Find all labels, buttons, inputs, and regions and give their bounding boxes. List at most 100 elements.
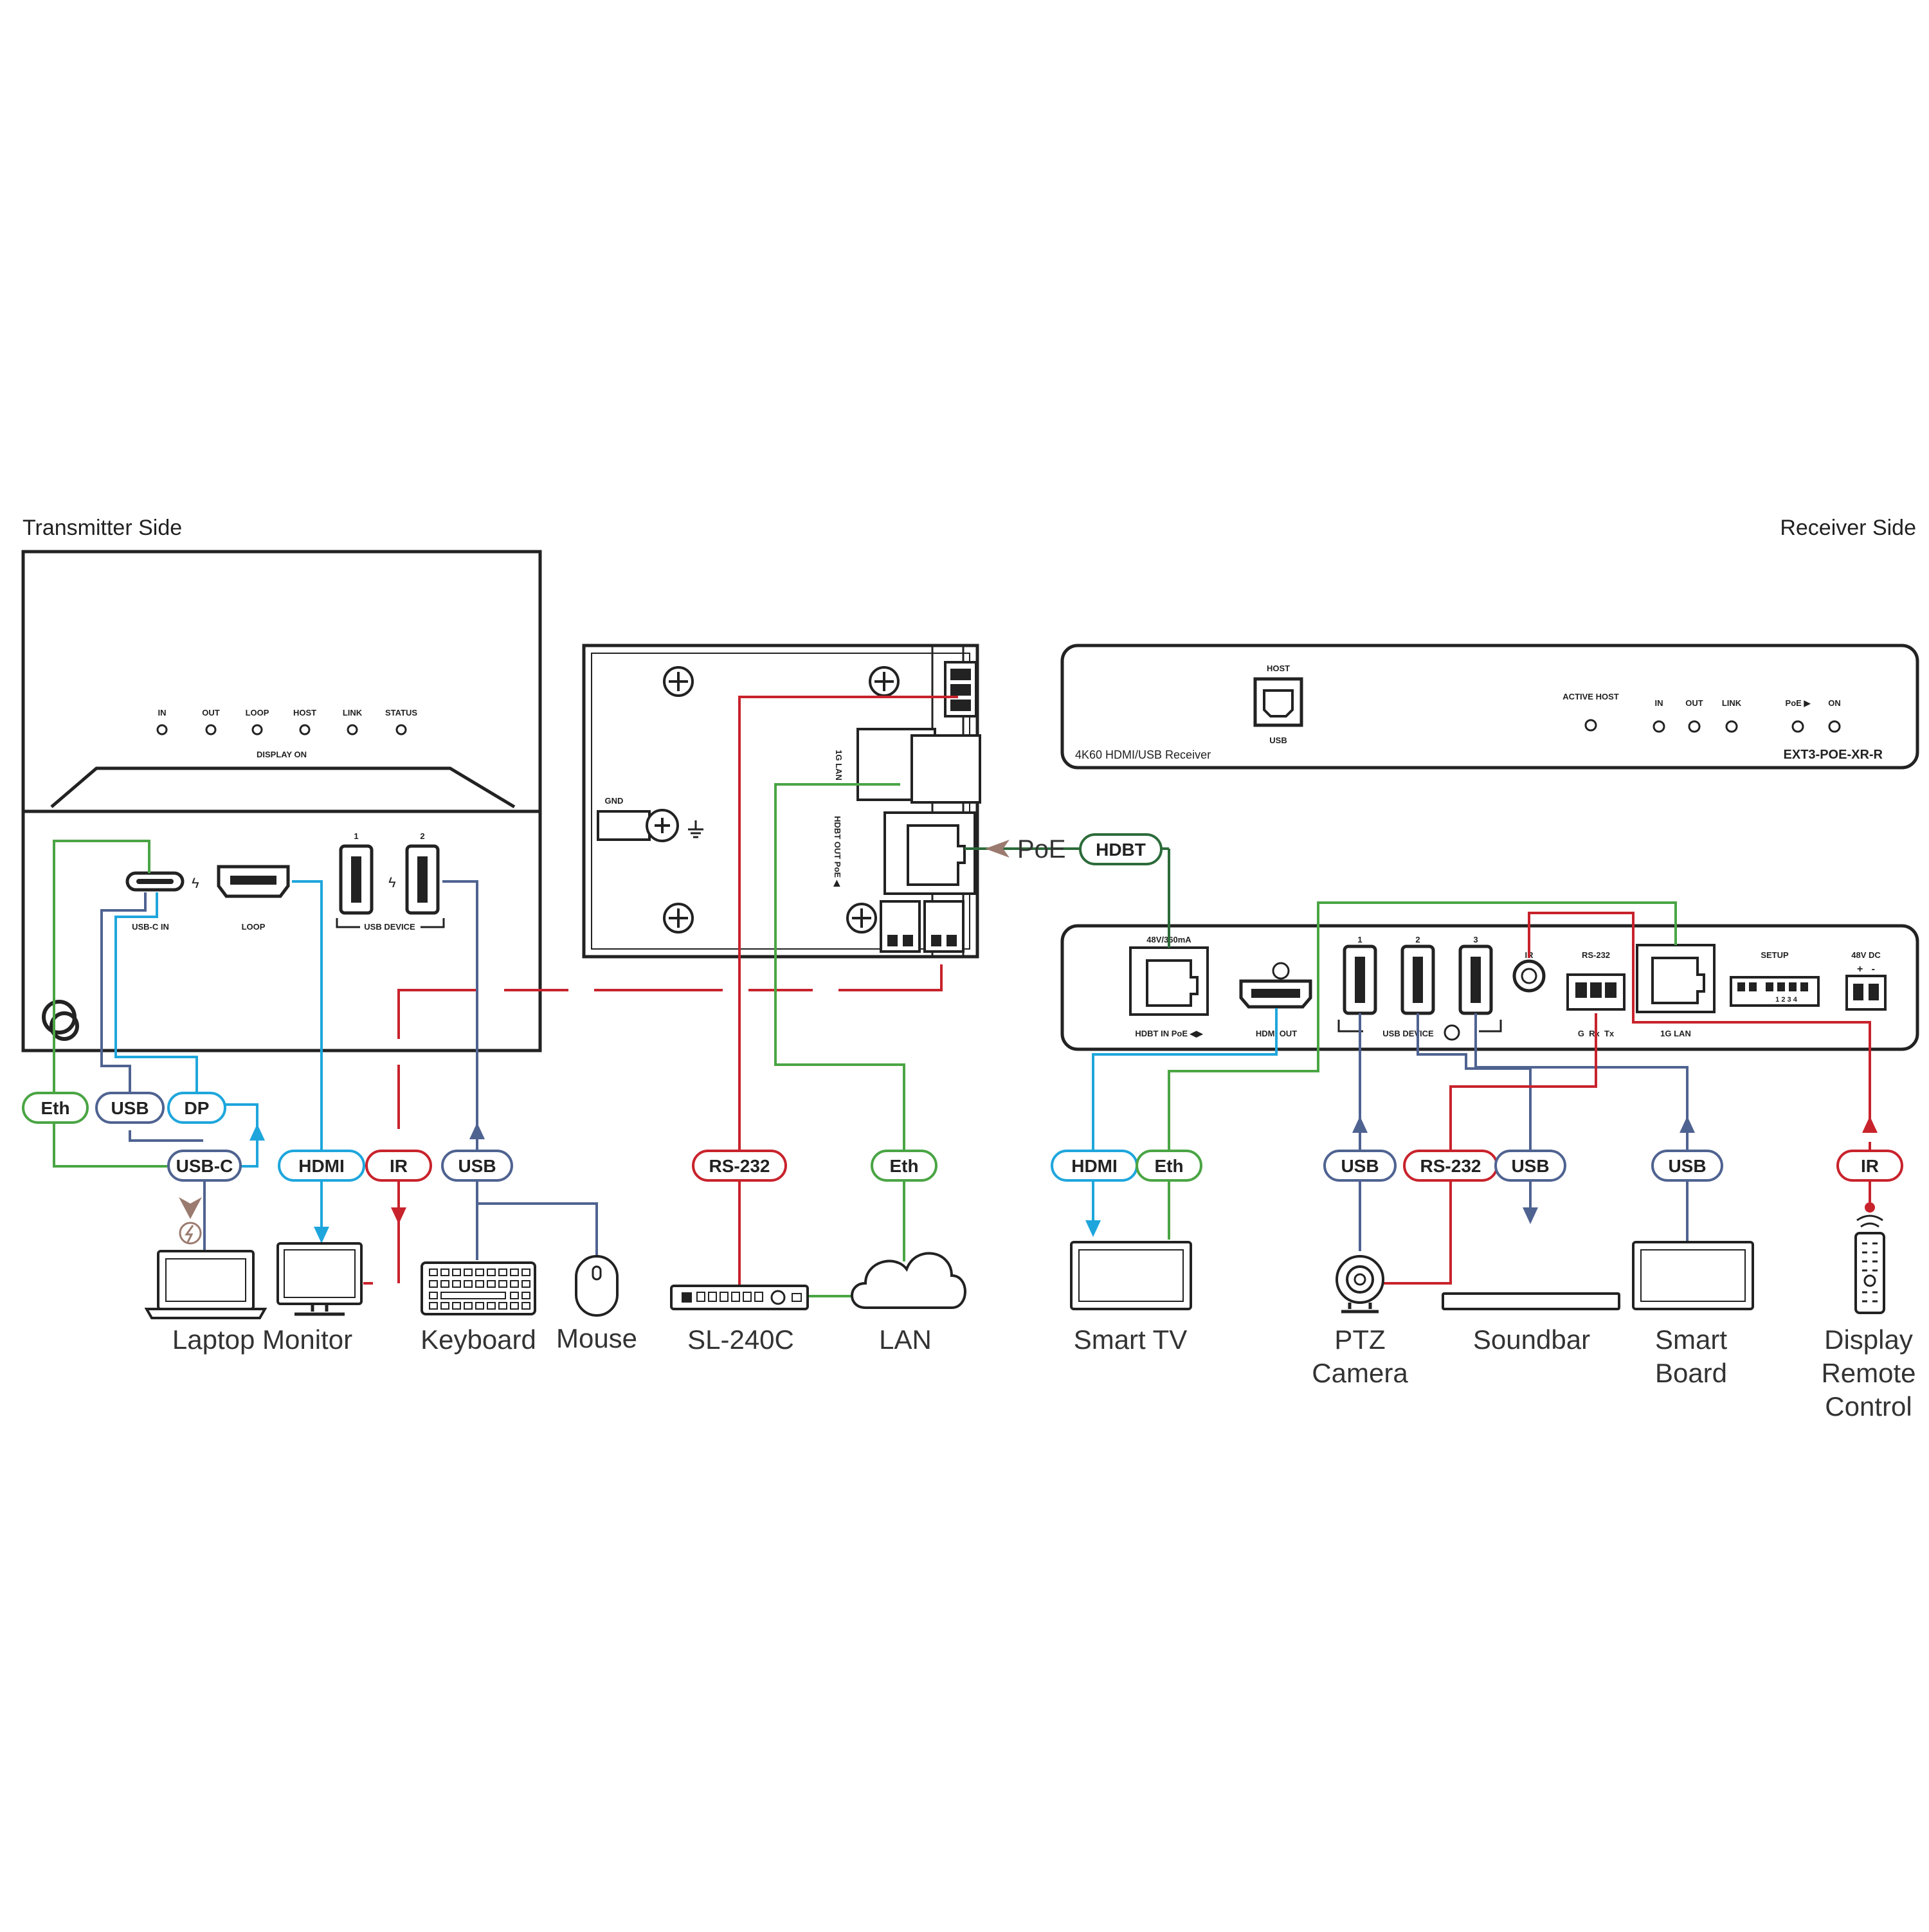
pill-usbc: USB-C <box>167 1150 242 1182</box>
led-in <box>156 724 168 736</box>
screw-icon <box>846 903 877 934</box>
pill-usb-sound-text: USB <box>1511 1156 1549 1176</box>
led-host-label: HOST <box>293 708 316 718</box>
dc-pins-label: + - <box>1857 964 1875 975</box>
pill-ir-right-text: IR <box>1861 1156 1879 1176</box>
receiver-front-leds: ACTIVE HOST IN OUT LINK PoE ▶ ON <box>1562 692 1841 733</box>
rx-led-link-label: LINK <box>1722 698 1742 708</box>
screw-icon <box>663 903 694 934</box>
usbc-in-port[interactable]: ϟ USB-C IN <box>125 871 199 932</box>
pill-hdbt: HDBT <box>1079 833 1163 865</box>
camera-icon <box>1336 1255 1384 1314</box>
pill-rs232-right-text: RS-232 <box>1420 1156 1481 1176</box>
rear-hdbt-in-port[interactable]: 48V/360mA HDBT IN PoE ◀▶ <box>1129 935 1209 1038</box>
pill-eth-right-text: Eth <box>1154 1156 1183 1176</box>
pill-eth-lan-text: Eth <box>889 1156 918 1176</box>
smart-tv-label: Smart TV <box>1074 1324 1188 1355</box>
hdmi-cable-rx <box>1092 1008 1278 1222</box>
sl240c-label: SL-240C <box>687 1324 794 1355</box>
loop-hdmi-port[interactable]: LOOP <box>217 865 290 932</box>
led-loop-label: LOOP <box>246 708 269 718</box>
wallplate-lan-port[interactable]: 1G LAN <box>834 728 981 804</box>
security-lock-icon <box>42 1000 79 1041</box>
pill-usb-kb-text: USB <box>458 1156 496 1176</box>
poe-label: PoE <box>1017 835 1066 863</box>
dc-power-port[interactable]: 48V DC + - <box>1845 950 1887 1011</box>
pill-usb-board: USB <box>1651 1150 1723 1182</box>
arrow-down-icon <box>314 1227 329 1243</box>
pill-eth-right: Eth <box>1136 1150 1202 1182</box>
arrow-down-icon <box>391 1207 406 1224</box>
arrow-down-icon <box>1085 1220 1101 1237</box>
usb-device-ports[interactable]: 1 2 ϟ USB DEVICE <box>336 831 445 932</box>
pill-ir-right: IR <box>1836 1150 1903 1182</box>
power-icon <box>1444 1024 1460 1041</box>
sl240c-icon <box>670 1285 809 1310</box>
pill-rs232-left: RS-232 <box>692 1150 787 1182</box>
display-on-label: DISPLAY ON <box>257 750 307 759</box>
eth-cable <box>53 840 167 1168</box>
transmitter-unit <box>21 550 542 1052</box>
keyboard-label: Keyboard <box>421 1324 536 1355</box>
wallplate-hdbt-port[interactable]: HDBT OUT PoE ◀ <box>833 811 976 895</box>
pill-dp: DP <box>167 1092 226 1124</box>
pill-hdmi-left-text: HDMI <box>298 1156 345 1176</box>
pill-rs232-right: RS-232 <box>1403 1150 1498 1182</box>
arrow-up-icon <box>249 1124 265 1141</box>
pill-hdbt-text: HDBT <box>1096 840 1146 860</box>
pill-usbc-text: USB-C <box>176 1156 233 1176</box>
led-status-label: STATUS <box>385 708 417 718</box>
lightning-icon: ϟ <box>388 874 396 890</box>
rear-ir-port[interactable]: IR <box>1512 950 1546 993</box>
rear-lan-label: 1G LAN <box>1660 1029 1691 1038</box>
usb-cable-sound <box>1417 1013 1532 1222</box>
rx-led-out-label: OUT <box>1685 698 1703 708</box>
laptop-monitor-label: Laptop Monitor <box>172 1324 352 1355</box>
led-out-label: OUT <box>202 708 220 718</box>
usb-port-2-number: 2 <box>420 831 424 841</box>
remote-label-line2: Remote <box>1821 1358 1915 1388</box>
rx-led-in-label: IN <box>1655 698 1663 708</box>
arrow-up-icon <box>469 1123 485 1139</box>
wallplate-terminal-blocks <box>880 900 964 953</box>
pill-rs232-left-text: RS-232 <box>709 1156 770 1176</box>
led-link-label: LINK <box>343 708 363 718</box>
pill-eth-lan: Eth <box>871 1150 937 1182</box>
rear-usb-2-number: 2 <box>1415 935 1420 944</box>
remote-control-icon <box>1854 1202 1885 1314</box>
receiver-host-usb-port[interactable]: HOST USB <box>1253 664 1303 745</box>
usb-device-label: USB DEVICE <box>364 922 415 932</box>
eth-cable-rx <box>1168 901 1677 1240</box>
pill-usb-cam-text: USB <box>1341 1156 1379 1176</box>
pill-usb-left-text: USB <box>111 1098 149 1118</box>
arrow-down-icon <box>179 1197 202 1219</box>
led-in-label: IN <box>158 708 167 718</box>
screw-icon <box>869 666 900 697</box>
ptz-label-line1: PTZ <box>1334 1324 1385 1355</box>
lightning-icon: ϟ <box>192 875 199 891</box>
lan-label: LAN <box>879 1324 932 1355</box>
lan-cable <box>774 783 905 1261</box>
remote-label-line3: Control <box>1825 1391 1912 1422</box>
wallplate-lan-label: 1G LAN <box>834 750 844 781</box>
rs232-cable-rx <box>1384 1013 1597 1285</box>
receiver-front-unit <box>1060 644 1919 770</box>
usbc-in-label: USB-C IN <box>132 922 169 932</box>
setup-pins-label: 1 2 3 4 <box>1775 996 1798 1004</box>
receiver-model: EXT3-POE-XR-R <box>1784 748 1883 762</box>
wallplate-rs232-terminal <box>944 661 977 718</box>
ground-icon <box>688 820 703 838</box>
wallplate-hdbt-label: HDBT OUT PoE ◀ <box>833 816 842 887</box>
remote-label-line1: Display <box>1824 1324 1913 1355</box>
cable-arrowheads <box>179 840 1878 1243</box>
ir-cable-rx <box>1528 912 1871 1119</box>
gnd-terminal: GND <box>597 796 703 842</box>
smart-tv-icon <box>1070 1241 1192 1310</box>
usb-port-1-number: 1 <box>354 831 358 841</box>
transmitter-led-row: IN OUT LOOP HOST LINK STATUS DISPLAY ON <box>156 708 417 759</box>
setup-dip-switch[interactable]: SETUP 1 2 3 4 <box>1730 950 1820 1007</box>
soundbar-label: Soundbar <box>1473 1324 1590 1355</box>
led-host <box>299 724 311 736</box>
arrow-up-icon <box>1862 1116 1878 1133</box>
